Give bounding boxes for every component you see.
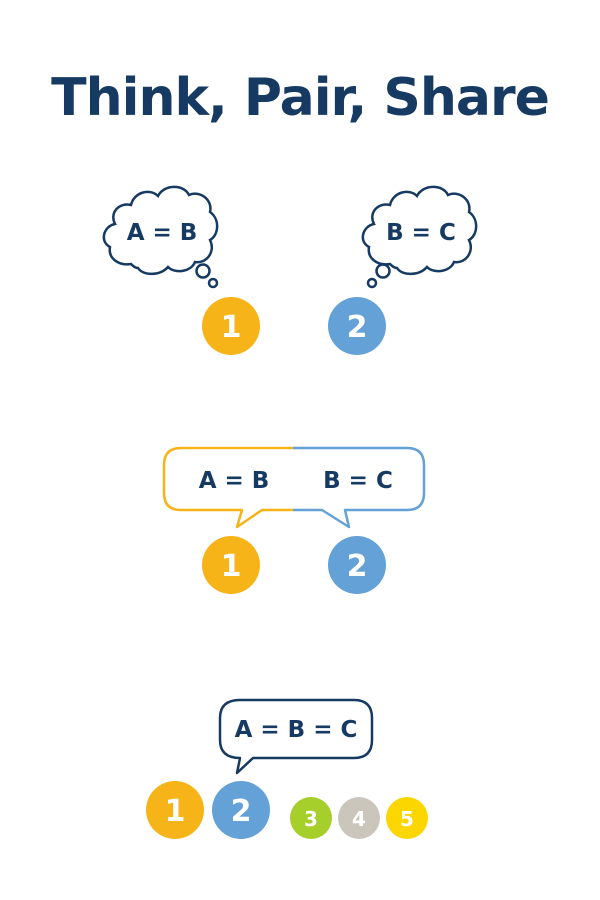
pair-section: A = B B = C 1 2 [162, 446, 426, 594]
share-speech-text: A = B = C [235, 717, 358, 743]
pair-person-1-number: 1 [221, 549, 242, 584]
share-speech-bubble-shape [218, 698, 374, 775]
share-person-3-circle [290, 797, 332, 839]
share-person-1-circle [146, 781, 204, 839]
think-person-2-number: 2 [347, 310, 368, 345]
share-person-2-number: 2 [231, 794, 252, 829]
share-person-4-circle [338, 797, 380, 839]
share-person-2: 2 [212, 781, 270, 839]
share-section: A = B = C 1 2 3 4 5 [146, 698, 428, 839]
share-speech-bubble: A = B = C [218, 698, 374, 775]
pair-person-2-circle [328, 536, 386, 594]
share-person-5: 5 [386, 797, 428, 839]
pair-speech-bubble-right [293, 446, 426, 529]
share-person-1: 1 [146, 781, 204, 839]
share-person-4: 4 [338, 797, 380, 839]
pair-person-2: 2 [328, 536, 386, 594]
share-person-4-number: 4 [352, 807, 366, 831]
pair-speech-2-text: B = C [323, 468, 393, 494]
think-person-1: 1 [202, 297, 260, 355]
thought-bubble-large-1 [195, 263, 211, 279]
pair-speech-bubble: A = B B = C [162, 446, 426, 529]
think-person-2-circle [328, 297, 386, 355]
thought-cloud-1: A = B [102, 185, 219, 289]
pair-person-2-number: 2 [347, 549, 368, 584]
pair-speech-1-text: A = B [199, 468, 270, 494]
pair-person-1-circle [202, 536, 260, 594]
share-person-3-number: 3 [304, 807, 318, 831]
pair-person-1: 1 [202, 536, 260, 594]
share-person-1-number: 1 [165, 794, 186, 829]
thought-1-text: A = B [127, 220, 198, 246]
thought-bubble-small-2 [366, 277, 378, 289]
thought-cloud-2: B = C [361, 185, 478, 289]
share-person-3: 3 [290, 797, 332, 839]
thought-2-text: B = C [386, 220, 456, 246]
thought-bubble-large-2 [375, 263, 391, 279]
page-title: Think, Pair, Share [51, 68, 550, 128]
share-person-5-circle [386, 797, 428, 839]
thought-cloud-1-shape [102, 185, 219, 276]
think-person-1-circle [202, 297, 260, 355]
thought-bubble-small-1 [207, 277, 219, 289]
pair-speech-bubble-left [162, 446, 293, 529]
thought-cloud-2-shape [361, 185, 478, 276]
think-person-1-number: 1 [221, 310, 242, 345]
think-person-2: 2 [328, 297, 386, 355]
think-section: A = B B = C 1 2 [102, 185, 478, 355]
share-person-2-circle [212, 781, 270, 839]
share-person-5-number: 5 [400, 807, 414, 831]
